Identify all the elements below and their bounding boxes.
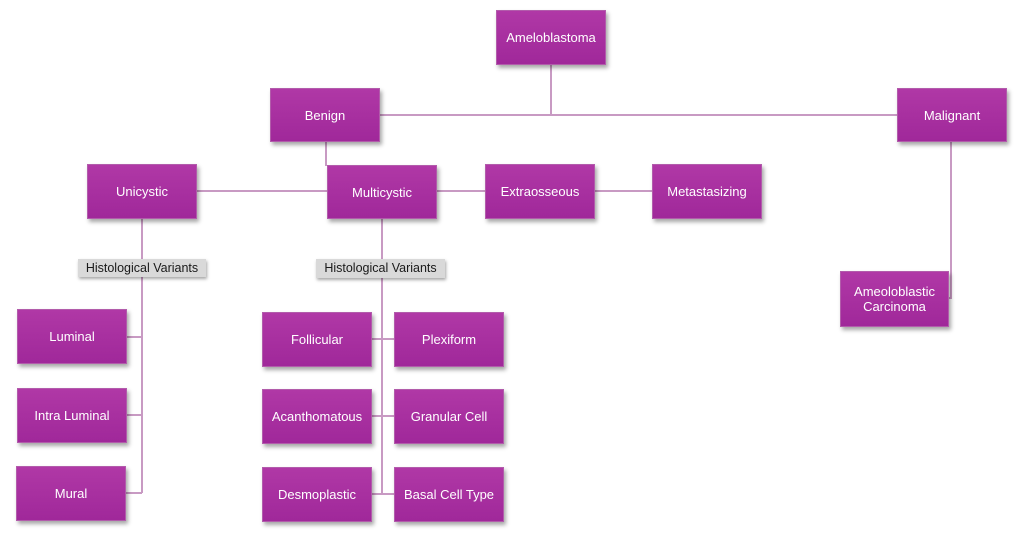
node-ameloblastoma: Ameloblastoma (496, 10, 606, 65)
node-desmoplastic: Desmoplastic (262, 467, 372, 522)
node-metastasizing: Metastasizing (652, 164, 762, 219)
node-benign: Benign (270, 88, 380, 142)
node-ameloblastic-carcinoma: Ameoloblastic Carcinoma (840, 271, 949, 327)
node-luminal: Luminal (17, 309, 127, 364)
label-multicystic-histological-variants: Histological Variants (316, 259, 445, 278)
node-multicystic: Multicystic (327, 165, 437, 219)
node-plexiform: Plexiform (394, 312, 504, 367)
node-basal-cell-type: Basal Cell Type (394, 467, 504, 522)
node-follicular: Follicular (262, 312, 372, 367)
node-mural: Mural (16, 466, 126, 521)
node-unicystic: Unicystic (87, 164, 197, 219)
node-granular-cell: Granular Cell (394, 389, 504, 444)
node-malignant: Malignant (897, 88, 1007, 142)
label-unicystic-histological-variants: Histological Variants (78, 259, 206, 277)
node-intra-luminal: Intra Luminal (17, 388, 127, 443)
node-acanthomatous: Acanthomatous (262, 389, 372, 444)
node-extraosseous: Extraosseous (485, 164, 595, 219)
